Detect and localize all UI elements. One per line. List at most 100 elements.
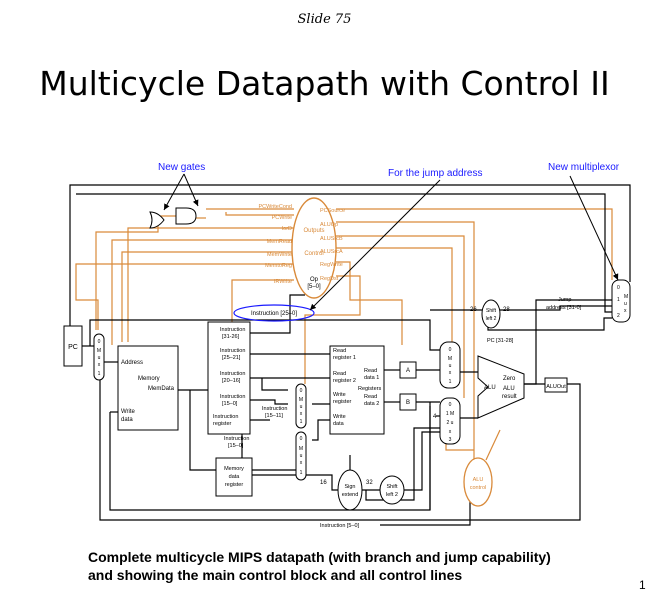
svg-text:16: 16 bbox=[320, 480, 327, 486]
svg-text:ALU: ALU bbox=[503, 386, 515, 392]
control-right-signals: PCSource ALUOp ALUSrcB ALUSrcA RegWrite … bbox=[320, 208, 345, 282]
control-label: Control bbox=[304, 251, 323, 257]
signal-memread: MemRead bbox=[267, 239, 292, 245]
mux-alusrcb: 0 1 M 2 u x 3 bbox=[439, 397, 461, 445]
edge-mark: 1 bbox=[639, 578, 646, 592]
instr-25-0-highlight: Instruction [25–0] bbox=[233, 304, 315, 322]
register-a: A bbox=[399, 361, 417, 379]
svg-text:data 2: data 2 bbox=[364, 401, 379, 407]
mux-iord: 0 M u x 1 bbox=[93, 333, 105, 381]
svg-text:control: control bbox=[470, 485, 487, 491]
svg-text:1: 1 bbox=[617, 297, 620, 303]
svg-text:1: 1 bbox=[449, 379, 452, 385]
svg-text:Read: Read bbox=[333, 371, 346, 377]
svg-text:A: A bbox=[406, 368, 410, 374]
svg-text:Read: Read bbox=[333, 348, 346, 354]
svg-text:ALU: ALU bbox=[473, 477, 484, 483]
svg-text:ALUOut: ALUOut bbox=[546, 384, 566, 390]
svg-text:data: data bbox=[333, 421, 345, 427]
svg-text:Instruction: Instruction bbox=[220, 327, 245, 333]
svg-text:M: M bbox=[97, 348, 101, 354]
svg-text:x: x bbox=[300, 460, 303, 466]
shift-left-2-lower: Shift left 2 bbox=[379, 475, 405, 505]
svg-text:result: result bbox=[502, 394, 517, 400]
svg-text:1: 1 bbox=[300, 470, 303, 476]
mux-memtoreg: 0 M u x 1 bbox=[295, 431, 307, 481]
svg-text:[15–0]: [15–0] bbox=[222, 401, 238, 407]
svg-text:x: x bbox=[98, 362, 101, 368]
svg-text:B: B bbox=[406, 400, 410, 406]
svg-text:0: 0 bbox=[300, 388, 303, 394]
control-unit: Outputs Control Op [5–0] bbox=[291, 197, 337, 299]
instr-15-0-label-b: [15–0] bbox=[228, 443, 244, 449]
caption: Complete multicycle MIPS datapath (with … bbox=[88, 548, 551, 584]
or-gate bbox=[149, 211, 165, 229]
control-outputs-label: Outputs bbox=[303, 228, 324, 234]
register-b: B bbox=[399, 393, 417, 411]
svg-text:Read: Read bbox=[364, 368, 377, 374]
pc-register: PC bbox=[63, 325, 83, 367]
constant-four: 4 bbox=[433, 414, 437, 420]
memory-title: Memory bbox=[138, 376, 160, 382]
op-bits-label: [5–0] bbox=[307, 284, 321, 290]
svg-text:[31-26]: [31-26] bbox=[222, 334, 240, 340]
control-left-signals: PCWriteCond PCWrite IorD MemRead MemWrit… bbox=[258, 204, 292, 285]
annotations: New gates For the jump address New multi… bbox=[158, 162, 620, 311]
svg-text:Write: Write bbox=[333, 414, 346, 420]
svg-text:M: M bbox=[299, 397, 303, 403]
alu-out-register: ALUOut bbox=[544, 377, 568, 393]
sign-extend: Sign extend bbox=[337, 469, 363, 511]
svg-text:extend: extend bbox=[342, 492, 359, 498]
svg-text:Instruction: Instruction bbox=[220, 348, 245, 354]
mux-pcsource: 0 M 1 u x 2 bbox=[611, 279, 631, 323]
svg-text:28: 28 bbox=[503, 307, 510, 313]
svg-text:Zero: Zero bbox=[503, 376, 516, 382]
mux-regdst: 0 M u x 1 bbox=[295, 383, 307, 429]
svg-text:Instruction: Instruction bbox=[220, 394, 245, 400]
svg-text:Registers: Registers bbox=[358, 386, 381, 392]
svg-text:x: x bbox=[300, 411, 303, 417]
svg-text:Sign: Sign bbox=[344, 484, 355, 490]
svg-text:u: u bbox=[300, 453, 303, 459]
svg-text:1: 1 bbox=[300, 419, 303, 425]
annotation-new-multiplexor: New multiplexor bbox=[548, 162, 620, 173]
svg-text:2 u: 2 u bbox=[447, 420, 454, 426]
instr-5-0-label: Instruction [5–0] bbox=[320, 523, 360, 529]
svg-text:[20–16]: [20–16] bbox=[222, 378, 241, 384]
caption-line-2: and showing the main control block and a… bbox=[88, 567, 463, 583]
svg-text:u: u bbox=[98, 355, 101, 361]
memory-write-label: Write bbox=[121, 409, 136, 415]
svg-text:data 1: data 1 bbox=[364, 375, 379, 381]
signal-memwrite: MemWrite bbox=[267, 252, 292, 258]
svg-text:[25–21]: [25–21] bbox=[222, 355, 241, 361]
signal-iord: IorD bbox=[282, 226, 292, 232]
svg-text:x: x bbox=[449, 370, 452, 376]
svg-text:0: 0 bbox=[98, 339, 101, 345]
svg-text:0: 0 bbox=[300, 436, 303, 442]
svg-text:32: 32 bbox=[366, 480, 373, 486]
svg-text:u: u bbox=[624, 301, 627, 307]
svg-text:0: 0 bbox=[617, 285, 620, 291]
jump-address-label-a: Jump bbox=[558, 297, 571, 303]
svg-text:Write: Write bbox=[333, 392, 346, 398]
signal-alusrcb: ALUSrcB bbox=[320, 236, 343, 242]
svg-text:u: u bbox=[300, 404, 303, 410]
instr-15-11-label-b: [15–11] bbox=[265, 413, 283, 419]
memory-unit: Address Memory MemData Write data bbox=[117, 345, 179, 431]
svg-text:register: register bbox=[225, 482, 244, 488]
svg-text:Shift: Shift bbox=[486, 308, 497, 314]
control-lines bbox=[75, 208, 613, 461]
memory-memdata-label: MemData bbox=[148, 386, 175, 392]
svg-text:26: 26 bbox=[470, 307, 477, 313]
shift-left-2-jump: Shift left 2 bbox=[481, 299, 501, 329]
new-gates bbox=[149, 207, 197, 229]
svg-text:x: x bbox=[624, 308, 627, 314]
signal-regdst: RegDst bbox=[320, 276, 339, 282]
and-gate bbox=[175, 207, 197, 225]
svg-text:Instruction: Instruction bbox=[220, 371, 245, 377]
op-label: Op bbox=[310, 277, 319, 283]
annotation-new-gates: New gates bbox=[158, 162, 205, 173]
svg-text:Instruction: Instruction bbox=[213, 414, 238, 420]
pc-31-28-label: PC [31-28] bbox=[487, 338, 514, 344]
